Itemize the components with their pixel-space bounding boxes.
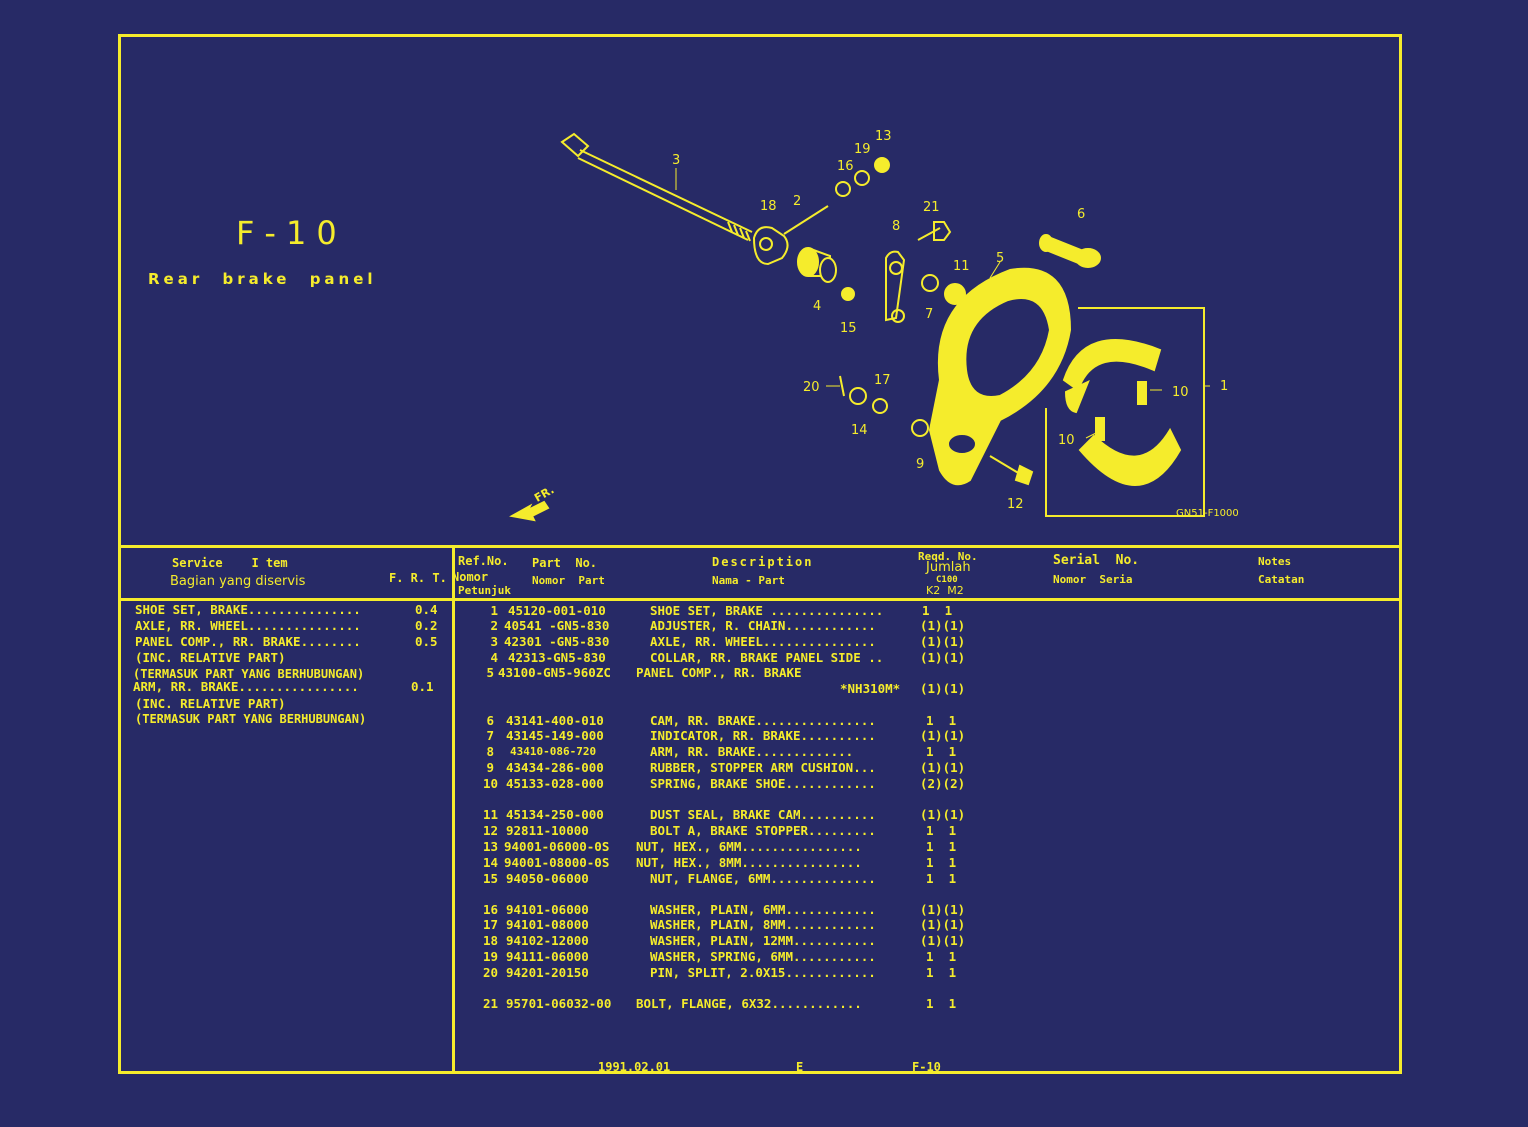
diagram-label-4: 4 — [813, 299, 821, 314]
service-item: PANEL COMP., RR. BRAKE........0.5 — [135, 634, 438, 649]
diagram-label-13: 13 — [875, 129, 892, 144]
header-frt: F. R. T. — [389, 571, 447, 585]
diagram-label-2: 2 — [793, 194, 801, 209]
chain-adjuster-part — [752, 205, 829, 266]
collar-part — [797, 247, 837, 283]
header-part-no: Part No. — [532, 556, 598, 570]
header-model-code: C100 — [936, 575, 958, 585]
header-ref-no-id: Nomor — [452, 570, 489, 584]
diagram-label-14: 14 — [851, 423, 868, 438]
diagram-label-7: 7 — [925, 307, 933, 322]
service-item: AXLE, RR. WHEEL...............0.2 — [135, 618, 438, 633]
brake-cam-part — [1039, 234, 1101, 268]
header-jumlah: Jumlah — [926, 560, 971, 575]
diagram-label-16: 16 — [837, 159, 854, 174]
header-notes: Notes — [1258, 555, 1292, 568]
service-item: (TERMASUK PART YANG BERHUBUNGAN) — [135, 712, 367, 726]
service-item: SHOE SET, BRAKE...............0.4 — [135, 602, 438, 617]
diagram-label-18: 18 — [760, 199, 777, 214]
diagram-label-19: 19 — [854, 142, 871, 157]
brake-arm-part — [885, 250, 906, 323]
header-reqd-no: Reqd. No. — [918, 550, 978, 563]
diagram-label-3: 3 — [672, 153, 680, 168]
brake-panel-part — [928, 267, 1072, 486]
diagram-label-21: 21 — [923, 200, 940, 215]
header-service-item-id: Bagian yang diservis — [170, 574, 306, 589]
header-serial-no-id: Nomor Seria — [1053, 573, 1133, 586]
part-row: *NH310M*(1)(1) — [840, 681, 966, 696]
page-frame — [118, 34, 1402, 1074]
header-divider — [118, 598, 1402, 601]
service-item: (TERMASUK PART YANG BERHUBUNGAN) — [133, 667, 365, 681]
footer-date: 1991.02.01 — [598, 1060, 671, 1074]
diagram-label-1: 1 — [1220, 379, 1228, 394]
diagram-label-11: 11 — [953, 259, 970, 274]
header-description: Description — [712, 555, 814, 569]
column-divider — [452, 546, 455, 1074]
diagram-label-17: 17 — [874, 373, 891, 388]
brake-shoe-set-part — [1062, 339, 1182, 486]
header-ref-no: Ref.No. — [458, 554, 509, 568]
header-part-no-id: Nomor Part — [532, 574, 605, 587]
diagram-label-9: 9 — [916, 457, 924, 472]
diagram-label-5: 5 — [996, 251, 1004, 266]
diagram-label-12: 12 — [1007, 497, 1024, 512]
header-serial-no: Serial No. — [1053, 553, 1140, 568]
service-item: ARM, RR. BRAKE................0.1 — [133, 679, 434, 694]
header-service-item: Service I tem — [172, 556, 288, 570]
header-ref-no-id2: Petunjuk — [458, 584, 511, 597]
service-item: (INC. RELATIVE PART) — [135, 696, 286, 711]
header-description-id: Nama - Part — [712, 574, 785, 587]
header-notes-id: Catatan — [1258, 573, 1305, 586]
figure-code: F-10 — [236, 214, 347, 252]
rear-axle-part — [560, 132, 753, 242]
diagram-label-10b: 10 — [1058, 433, 1075, 448]
footer-edition: E — [796, 1060, 804, 1074]
diagram-label-8: 8 — [892, 219, 900, 234]
service-item: (INC. RELATIVE PART) — [135, 650, 286, 665]
figure-title: Rear brake panel — [148, 270, 377, 288]
drawing-code: GN51-F1000 — [1176, 508, 1239, 519]
diagram-label-15: 15 — [840, 321, 857, 336]
diagram-label-10a: 10 — [1172, 385, 1189, 400]
diagram-divider — [118, 545, 1402, 548]
diagram-label-20: 20 — [803, 380, 820, 395]
diagram-label-6: 6 — [1077, 207, 1085, 222]
header-models: K2 M2 — [926, 584, 964, 597]
footer-page-code: F-10 — [912, 1060, 941, 1074]
